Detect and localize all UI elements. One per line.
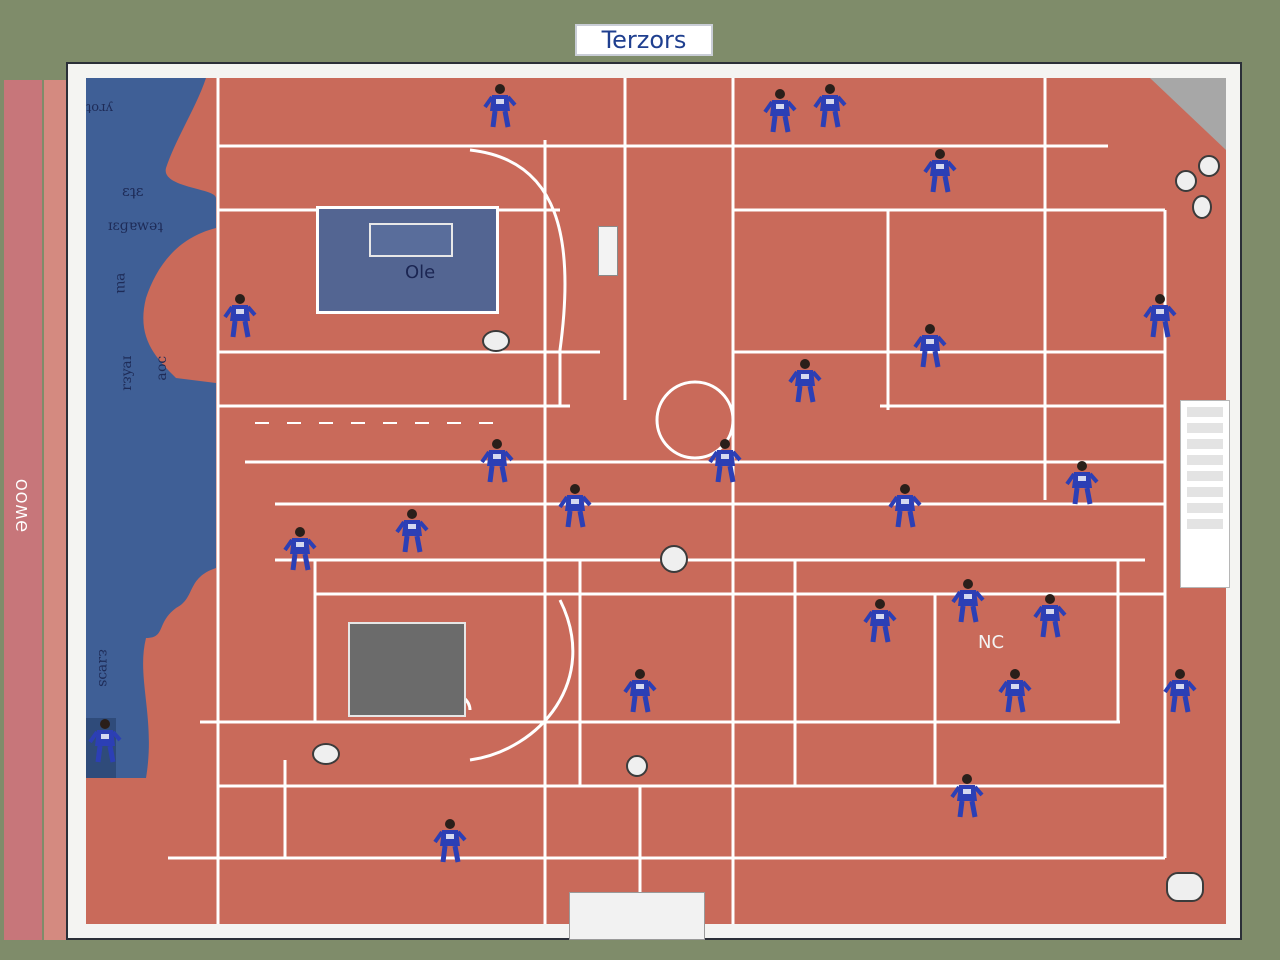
player-8[interactable] [395,506,429,554]
player-21[interactable] [623,666,657,714]
zone-label-7: ʇoɹʎ [86,100,113,115]
player-20[interactable] [283,524,317,572]
sideline-bench [1180,400,1230,588]
player-4[interactable] [708,436,742,484]
player-22[interactable] [788,356,822,404]
equipment-ball[interactable] [312,743,340,765]
entrance-gate [569,892,705,940]
player-17[interactable] [483,81,517,129]
player-24[interactable] [480,436,514,484]
equipment-ball[interactable] [660,545,688,573]
player-7[interactable] [1065,458,1099,506]
zone-label-1: ɛʇɛ [122,182,144,200]
center-pole [598,226,618,276]
player-14[interactable] [433,816,467,864]
equipment-ball[interactable] [1198,155,1220,177]
player-15[interactable] [223,291,257,339]
court-box-bottom [348,622,466,717]
player-18[interactable] [763,86,797,134]
title-sign: Terzors [575,24,713,56]
player-16[interactable] [88,716,122,764]
player-6[interactable] [888,481,922,529]
equipment-ball[interactable] [1192,195,1212,219]
player-1[interactable] [923,146,957,194]
court-box-top [316,206,499,314]
side-running-strip-inner [44,80,66,940]
side-running-strip [4,80,42,940]
equipment-bag[interactable] [1166,872,1204,902]
player-3[interactable] [913,321,947,369]
court-label-right: NC [978,632,1005,653]
player-23[interactable] [1163,666,1197,714]
equipment-ball[interactable] [482,330,510,352]
player-5[interactable] [558,481,592,529]
equipment-ball[interactable] [626,755,648,777]
player-13[interactable] [950,771,984,819]
player-11[interactable] [1033,591,1067,639]
player-10[interactable] [951,576,985,624]
player-19[interactable] [813,81,847,129]
track-surface [86,78,1226,924]
court-label-top: Ole [405,262,436,283]
player-2[interactable] [1143,291,1177,339]
zone-label-2: ɪɛɡɐwǝʇ [108,218,163,234]
equipment-ball[interactable] [1175,170,1197,192]
player-9[interactable] [863,596,897,644]
player-12[interactable] [998,666,1032,714]
